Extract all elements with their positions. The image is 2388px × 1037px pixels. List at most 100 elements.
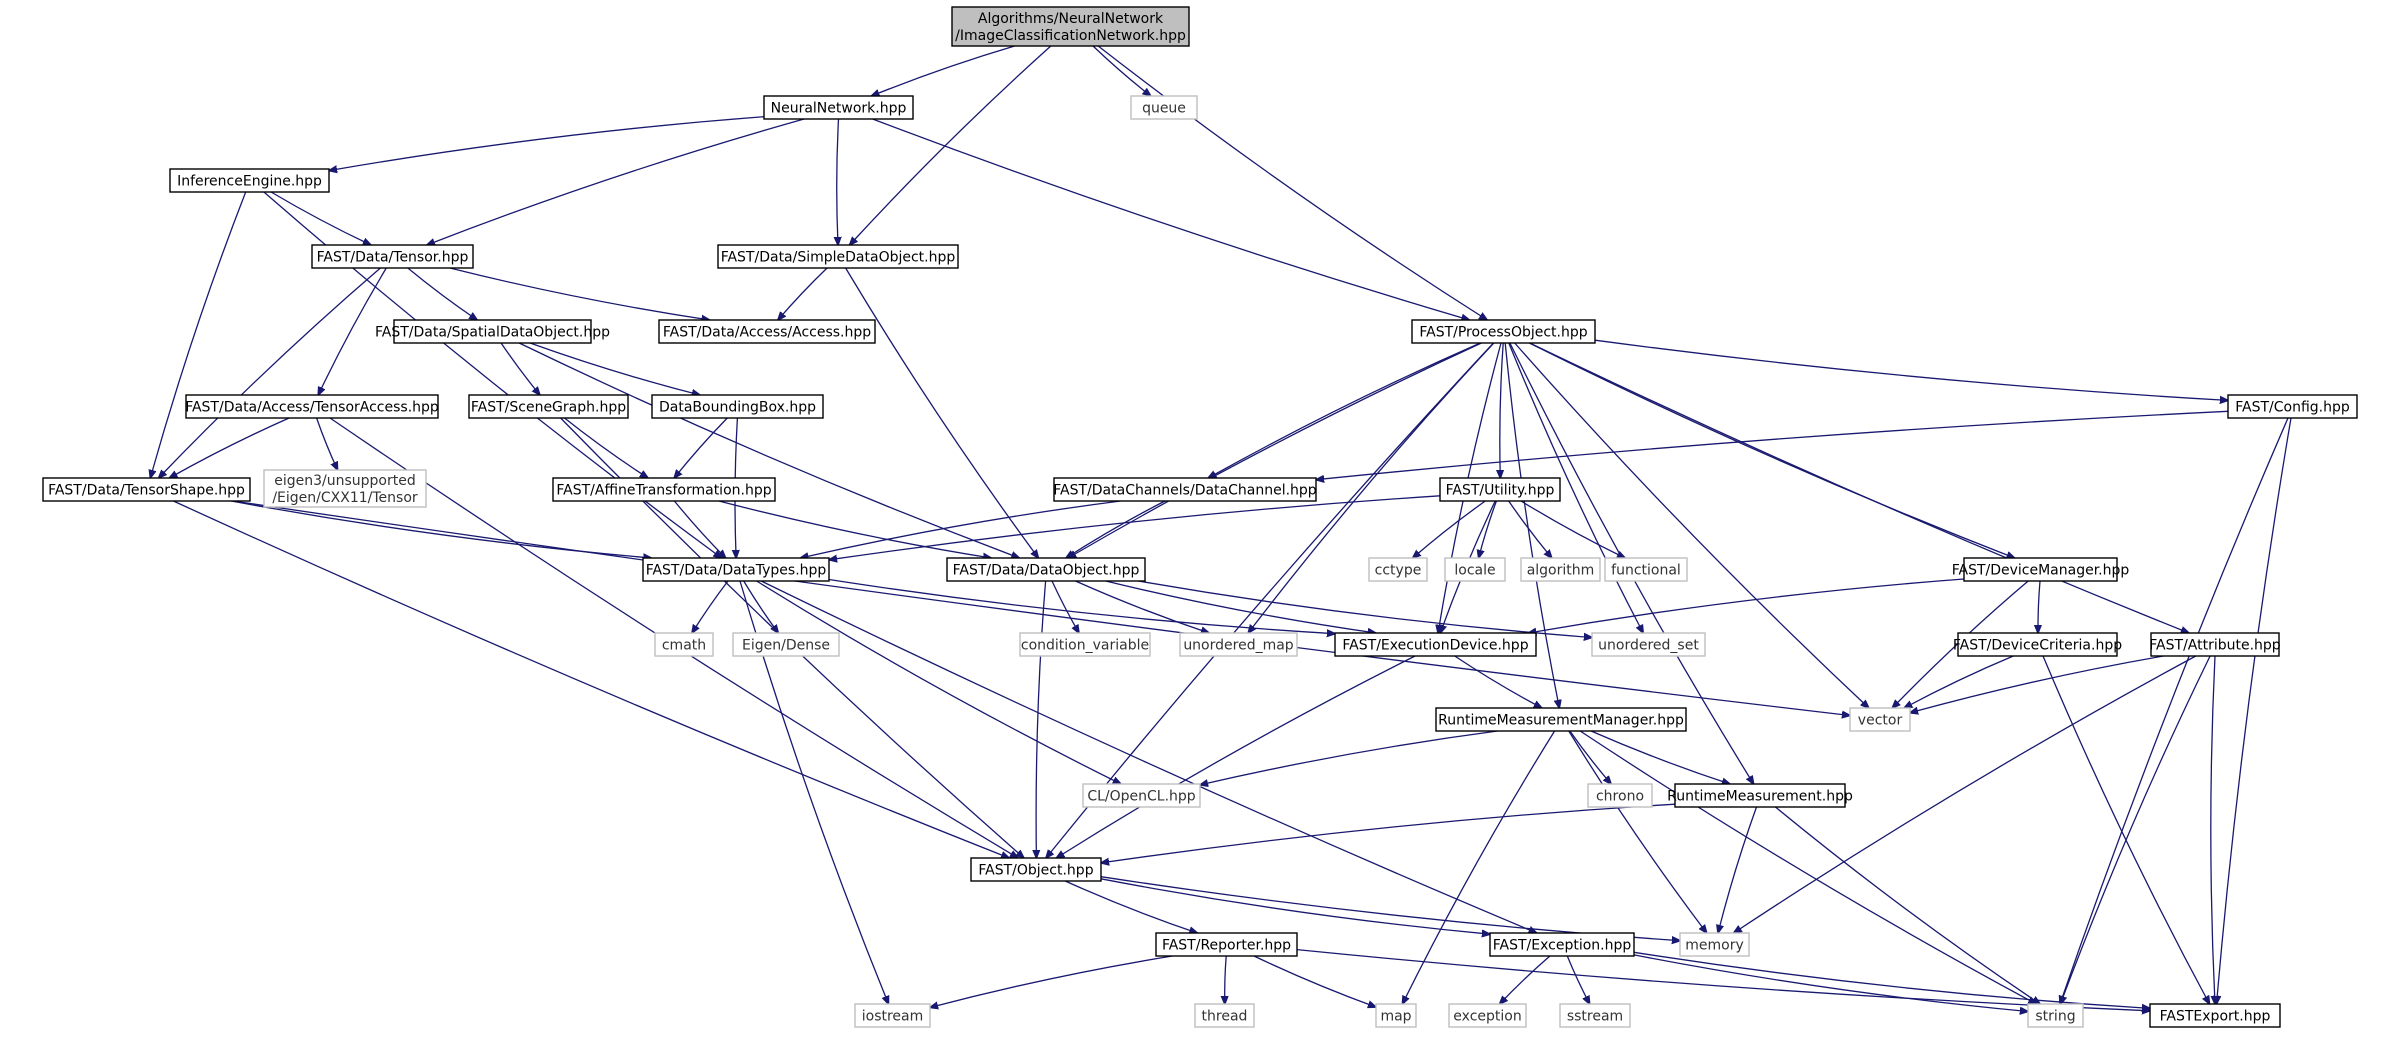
edge-attr-to-fastexport bbox=[2210, 655, 2215, 1004]
node-tshape[interactable]: FAST/Data/TensorShape.hpp bbox=[42, 477, 251, 502]
edge-nn-to-tensor bbox=[427, 118, 805, 245]
node-box bbox=[169, 168, 330, 193]
node-label: FAST/SceneGraph.hpp bbox=[471, 400, 626, 416]
edge-exception-to-sstream bbox=[1566, 955, 1589, 1004]
edge-reporter-to-map bbox=[1253, 955, 1376, 1007]
node-box bbox=[970, 857, 1102, 882]
node-devmgr[interactable]: FAST/DeviceManager.hpp bbox=[1952, 557, 2130, 582]
node-reporter[interactable]: FAST/Reporter.hpp bbox=[1155, 932, 1298, 957]
node-spatial[interactable]: FAST/Data/SpatialDataObject.hpp bbox=[375, 319, 610, 344]
node-rm[interactable]: RuntimeMeasurement.hpp bbox=[1667, 783, 1853, 808]
edge-nn-to-sdo bbox=[837, 118, 839, 245]
node-box bbox=[1375, 1003, 1417, 1028]
node-tacc[interactable]: FAST/Data/Access/TensorAccess.hpp bbox=[185, 394, 439, 419]
edge-po-to-vector bbox=[1514, 342, 1869, 708]
node-memory: memory bbox=[1679, 932, 1750, 957]
node-label: /ImageClassificationNetwork.hpp bbox=[955, 28, 1186, 44]
node-config[interactable]: FAST/Config.hpp bbox=[2227, 394, 2358, 419]
node-label: FAST/Attribute.hpp bbox=[2149, 638, 2281, 654]
node-dtypes[interactable]: FAST/Data/DataTypes.hpp bbox=[642, 557, 830, 582]
node-locale: locale bbox=[1444, 557, 1506, 582]
edge-po-to-object bbox=[1046, 342, 1494, 858]
edge-root-to-po bbox=[1097, 45, 1487, 320]
node-label: FAST/Data/Access/TensorAccess.hpp bbox=[185, 400, 439, 416]
edge-devmgr-to-devcrit bbox=[2038, 580, 2040, 633]
node-util[interactable]: FAST/Utility.hpp bbox=[1439, 477, 1561, 502]
node-po[interactable]: FAST/ProcessObject.hpp bbox=[1411, 319, 1596, 344]
node-dch[interactable]: FAST/DataChannels/DataChannel.hpp bbox=[1053, 477, 1317, 502]
node-box bbox=[654, 632, 714, 657]
edge-tshape-to-vector bbox=[233, 500, 1850, 716]
node-box bbox=[854, 1003, 931, 1028]
node-label: FAST/Data/DataTypes.hpp bbox=[646, 563, 827, 579]
edge-po-to-attr bbox=[1529, 342, 2189, 633]
edge-po-to-uset bbox=[1508, 342, 1643, 633]
edge-util-to-functional bbox=[1520, 500, 1625, 558]
edge-scene-to-affine bbox=[564, 417, 649, 478]
edge-util-to-dtypes bbox=[829, 495, 1441, 560]
node-box bbox=[1082, 783, 1201, 808]
node-label: FAST/Config.hpp bbox=[2235, 400, 2350, 416]
edge-tensor-to-spatial bbox=[407, 267, 477, 320]
node-nn[interactable]: NeuralNetwork.hpp bbox=[763, 95, 914, 120]
node-box bbox=[732, 632, 840, 657]
node-dbb[interactable]: DataBoundingBox.hpp bbox=[651, 394, 824, 419]
edge-config-to-fastexport bbox=[2217, 417, 2292, 1004]
node-tensor[interactable]: FAST/Data/Tensor.hpp bbox=[311, 244, 474, 269]
node-attr[interactable]: FAST/Attribute.hpp bbox=[2149, 632, 2281, 657]
edge-spatial-to-dobj bbox=[518, 342, 1019, 558]
node-execdev[interactable]: FAST/ExecutionDevice.hpp bbox=[1334, 632, 1537, 657]
edge-object-to-memory bbox=[1100, 876, 1680, 941]
node-fastexport[interactable]: FASTExport.hpp bbox=[2149, 1003, 2281, 1028]
node-label: FAST/AffineTransformation.hpp bbox=[556, 483, 771, 499]
edge-spatial-to-dbb bbox=[529, 342, 700, 395]
node-box bbox=[2027, 1003, 2084, 1028]
edge-dtypes-to-exception bbox=[761, 580, 1536, 933]
node-box bbox=[658, 319, 876, 344]
node-box bbox=[1520, 557, 1601, 582]
edge-root-to-nn bbox=[871, 45, 1015, 96]
edge-layer bbox=[150, 45, 2292, 1012]
node-condvar: condition_variable bbox=[1019, 632, 1151, 657]
node-root[interactable]: Algorithms/NeuralNetwork/ImageClassifica… bbox=[951, 6, 1190, 47]
node-label: chrono bbox=[1596, 789, 1644, 805]
node-label: iostream bbox=[862, 1009, 924, 1025]
node-label: FAST/DeviceCriteria.hpp bbox=[1953, 638, 2122, 654]
node-box bbox=[1019, 632, 1151, 657]
node-scene[interactable]: FAST/SceneGraph.hpp bbox=[468, 394, 629, 419]
node-label: condition_variable bbox=[1021, 638, 1149, 654]
node-box bbox=[552, 477, 776, 502]
node-object[interactable]: FAST/Object.hpp bbox=[970, 857, 1102, 882]
edge-po-to-dobj bbox=[1068, 342, 1482, 558]
node-chrono: chrono bbox=[1587, 783, 1653, 808]
node-exception[interactable]: FAST/Exception.hpp bbox=[1489, 932, 1635, 957]
node-ie[interactable]: InferenceEngine.hpp bbox=[169, 168, 330, 193]
edge-tensor-to-tshape bbox=[159, 267, 381, 478]
node-box bbox=[1679, 932, 1750, 957]
edge-rmm-to-opencl bbox=[1200, 730, 1498, 785]
node-box bbox=[717, 244, 959, 269]
edge-dtypes-to-eigendense bbox=[743, 580, 779, 633]
edge-execdev-to-object bbox=[1056, 655, 1416, 858]
edge-rmm-to-map bbox=[1402, 730, 1556, 1004]
node-box bbox=[1559, 1003, 1631, 1028]
edge-rm-to-memory bbox=[1718, 806, 1758, 933]
node-label: FAST/Utility.hpp bbox=[1446, 483, 1555, 499]
node-label: Eigen/Dense bbox=[742, 638, 830, 654]
node-rmm[interactable]: RuntimeMeasurementManager.hpp bbox=[1435, 707, 1687, 732]
node-box bbox=[2150, 632, 2280, 657]
node-access[interactable]: FAST/Data/Access/Access.hpp bbox=[658, 319, 876, 344]
node-devcrit[interactable]: FAST/DeviceCriteria.hpp bbox=[1953, 632, 2122, 657]
edge-execdev-to-rmm bbox=[1454, 655, 1542, 708]
node-label: cmath bbox=[662, 638, 706, 654]
node-affine[interactable]: FAST/AffineTransformation.hpp bbox=[552, 477, 776, 502]
node-dobj[interactable]: FAST/Data/DataObject.hpp bbox=[946, 557, 1146, 582]
edge-sdo-to-dobj bbox=[845, 267, 1039, 558]
node-box bbox=[1963, 557, 2118, 582]
edge-util-to-locale bbox=[1479, 500, 1498, 558]
node-sdo[interactable]: FAST/Data/SimpleDataObject.hpp bbox=[717, 244, 959, 269]
edge-util-to-algorithm bbox=[1508, 500, 1552, 558]
edge-dobj-to-umap bbox=[1075, 580, 1210, 633]
edge-attr-to-string bbox=[2060, 655, 2211, 1004]
